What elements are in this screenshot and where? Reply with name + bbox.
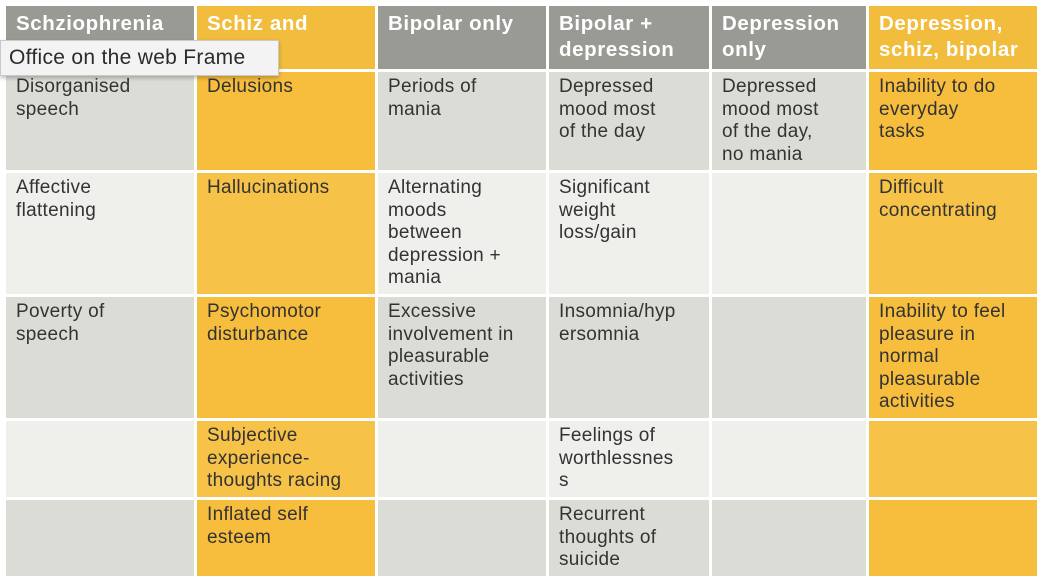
table-cell: Alternating moods between depression + m… [378,173,546,294]
table-cell: Poverty of speech [6,297,194,418]
table-cell: Inflated self esteem [197,500,375,576]
table-cell: Depressed mood most of the day, no mania [712,72,866,170]
table-cell: Affective flattening [6,173,194,294]
table-cell [869,500,1037,576]
symptom-table: Schziophrenia Schiz and Bipolar only Bip… [6,6,1037,576]
header-depression-only: Depression only [712,6,866,69]
table-cell [712,173,866,294]
table-cell [378,500,546,576]
table-cell: Feelings of worthlessnes s [549,421,709,497]
table-cell: Excessive involvement in pleasurable act… [378,297,546,418]
table-cell: Inability to feel pleasure in normal ple… [869,297,1037,418]
table-cell: Psychomotor disturbance [197,297,375,418]
table-cell: Periods of mania [378,72,546,170]
table-cell [6,421,194,497]
table-cell [869,421,1037,497]
table-cell: Delusions [197,72,375,170]
table-cell [712,297,866,418]
table-cell: Insomnia/hyp ersomnia [549,297,709,418]
table-cell: Disorganised speech [6,72,194,170]
table-cell: Recurrent thoughts of suicide [549,500,709,576]
table-cell: Subjective experience- thoughts racing [197,421,375,497]
header-bipolar-depression: Bipolar + depression [549,6,709,69]
table-cell: Depressed mood most of the day [549,72,709,170]
table-cell [378,421,546,497]
table-cell: Hallucinations [197,173,375,294]
header-bipolar-only: Bipolar only [378,6,546,69]
table-cell: Inability to do everyday tasks [869,72,1037,170]
table-cell [712,421,866,497]
header-depression-schiz-bipolar: Depression, schiz, bipolar [869,6,1037,69]
frame-tooltip: Office on the web Frame [0,40,279,76]
table-cell: Significant weight loss/gain [549,173,709,294]
table-cell [712,500,866,576]
table-cell [6,500,194,576]
table-cell: Difficult concentrating [869,173,1037,294]
